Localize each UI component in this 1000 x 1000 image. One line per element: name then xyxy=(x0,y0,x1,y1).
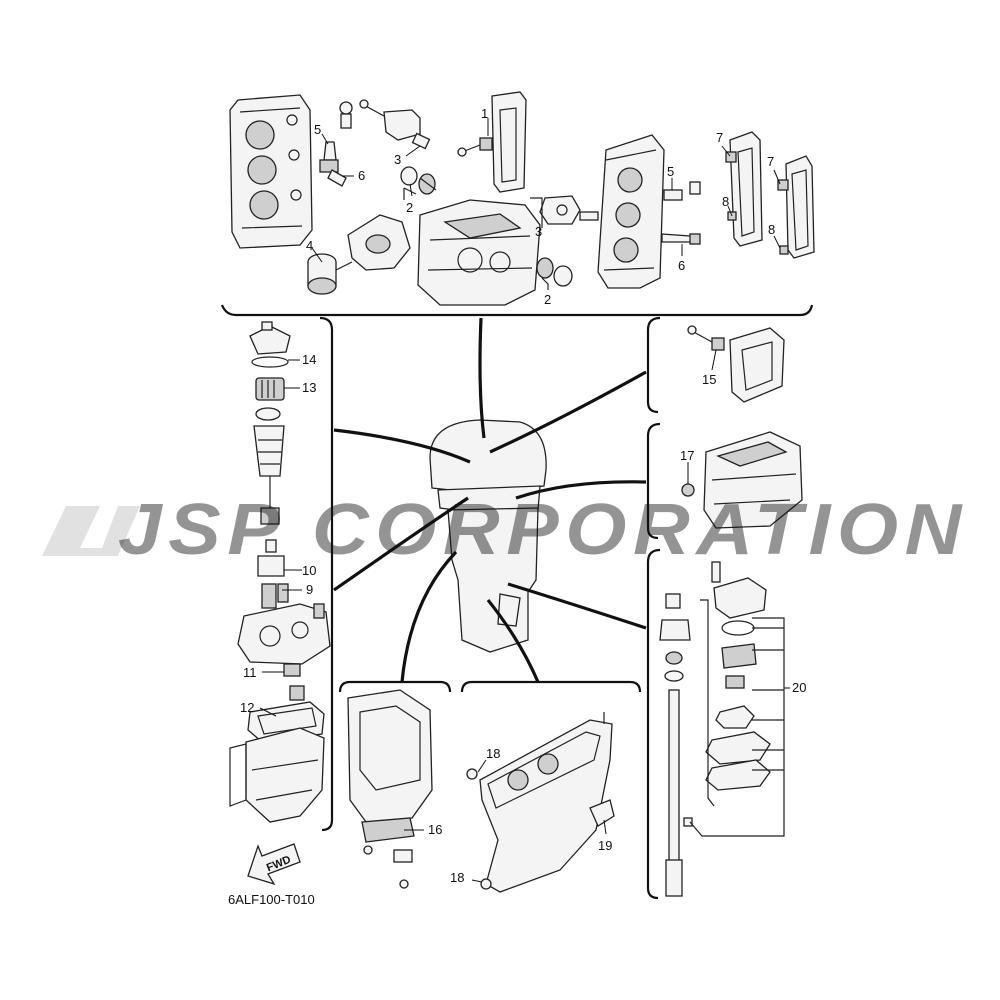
drive-shaft xyxy=(659,593,691,897)
callout-7-right: 7 xyxy=(767,154,774,169)
gasket-tall xyxy=(457,91,527,193)
right-bottom-bracket xyxy=(646,548,661,900)
callout-4: 4 xyxy=(306,238,313,253)
leader-lines xyxy=(333,317,647,683)
callout-16: 16 xyxy=(428,822,442,837)
spark-plug-left xyxy=(319,141,347,187)
intake-manifold xyxy=(229,727,325,823)
drawing-code: 6ALF100-T010 xyxy=(228,892,315,907)
bottom-right-bracket xyxy=(460,680,642,693)
top-section xyxy=(229,91,815,306)
callout-9: 9 xyxy=(306,582,313,597)
watermark-logo xyxy=(42,506,140,556)
center-engine-block xyxy=(417,199,541,306)
lower-casing-section xyxy=(466,712,615,893)
right-cylinder-head xyxy=(597,134,665,289)
right-mid-bracket xyxy=(646,422,661,540)
bolt-small-top xyxy=(339,101,353,129)
callout-17: 17 xyxy=(680,448,694,463)
callout-1: 1 xyxy=(481,106,488,121)
callout-6-left: 6 xyxy=(358,168,365,183)
thermostat-housing-left xyxy=(359,99,431,150)
callout-7-left: 7 xyxy=(716,130,723,145)
throttle-body xyxy=(237,603,331,665)
outboard-motor-outline xyxy=(429,419,547,653)
upper-casing-section xyxy=(347,689,433,889)
callout-11: 11 xyxy=(243,665,257,680)
callout-8-right: 8 xyxy=(768,222,775,237)
section-brackets xyxy=(220,304,814,900)
water-pump-housing xyxy=(683,561,771,827)
callout-13: 13 xyxy=(302,380,316,395)
callout-19: 19 xyxy=(598,838,612,853)
callout-12: 12 xyxy=(240,700,254,715)
left-cylinder-head xyxy=(229,94,313,249)
left-section: FWD xyxy=(229,321,331,886)
watermark: JSP CORPORATION xyxy=(42,490,968,570)
cover-plate-2 xyxy=(777,155,815,259)
right-top-bracket xyxy=(646,316,661,414)
fuel-pump-parts xyxy=(257,539,289,609)
callout-20: 20 xyxy=(792,680,806,695)
callout-10: 10 xyxy=(302,563,316,578)
bottom-mid-bracket xyxy=(338,680,452,693)
callout-18-bottom: 18 xyxy=(450,870,464,885)
fuel-filter-element xyxy=(255,377,285,421)
crankcase-block xyxy=(681,431,803,529)
top-bracket xyxy=(220,304,814,317)
callout-3-center: 3 xyxy=(535,224,542,239)
callout-6-right: 6 xyxy=(678,258,685,273)
watermark-text: JSP CORPORATION xyxy=(118,490,968,570)
callouts: 1 2 2 2 3 3 4 5 5 6 6 7 7 8 8 9 10 11 12 xyxy=(240,106,806,885)
thermostat-housing-center xyxy=(539,195,599,225)
callout-3-left: 3 xyxy=(394,152,401,167)
callout-15: 15 xyxy=(702,372,716,387)
thermostat-center xyxy=(536,257,573,287)
callout-14: 14 xyxy=(302,352,316,367)
fwd-arrow: FWD xyxy=(247,843,301,886)
cover-plate-1 xyxy=(725,131,763,247)
fuel-filter-bowl xyxy=(253,425,285,525)
spark-plug-right xyxy=(661,181,701,245)
callout-8-left: 8 xyxy=(722,194,729,209)
water-pump-section xyxy=(659,561,771,897)
callout-2-center: 2 xyxy=(544,292,551,307)
oil-filter-mount xyxy=(347,214,411,271)
left-bracket xyxy=(319,316,334,832)
oil-filter xyxy=(307,253,353,295)
right-middle-section xyxy=(681,325,803,529)
callout-18-top: 18 xyxy=(486,746,500,761)
exhaust-cover xyxy=(687,325,785,403)
callout-2-left: 2 xyxy=(406,200,413,215)
callout-5-right: 5 xyxy=(667,164,674,179)
callout-5-left: 5 xyxy=(314,122,321,137)
fuel-filter-cap xyxy=(249,321,291,368)
callout-brackets xyxy=(403,187,785,837)
thermostat-left xyxy=(400,166,437,195)
sensor-11 xyxy=(283,663,305,701)
